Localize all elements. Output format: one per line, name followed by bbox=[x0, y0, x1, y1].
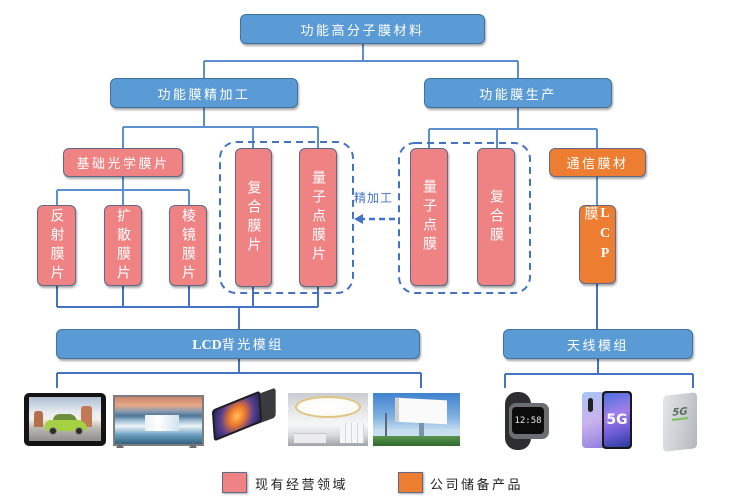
node-diffuser-film-label: 扩散膜片 bbox=[115, 207, 131, 284]
connector-antenna-applications bbox=[504, 359, 694, 388]
phone-front: 5G bbox=[602, 391, 632, 449]
connector-production-children bbox=[428, 108, 598, 148]
connector-root-to-branches bbox=[203, 44, 519, 78]
node-antenna-module-label: 天线模组 bbox=[566, 338, 629, 354]
ceiling-lamp-shape bbox=[295, 396, 361, 418]
tablet-screen bbox=[213, 393, 261, 439]
billboard-pole bbox=[419, 423, 424, 441]
node-processing-composite-label: 复合膜片 bbox=[245, 179, 262, 256]
legend-label-reserve: 公司储备产品 bbox=[430, 478, 524, 493]
node-processing-quantum-dot-label: 量子点膜片 bbox=[310, 170, 326, 265]
phone-screen: 5G bbox=[604, 393, 630, 447]
5g-phone-image: 5G bbox=[580, 390, 635, 450]
connector-films-to-lcd bbox=[56, 286, 319, 329]
node-lcp-cjk: 膜 bbox=[582, 206, 599, 225]
dashed-group-processing bbox=[219, 141, 354, 294]
car-cabin bbox=[53, 414, 77, 422]
billboard-image bbox=[373, 393, 460, 446]
watch-screen: 12:58 bbox=[512, 407, 544, 434]
rock-shape bbox=[81, 406, 92, 427]
node-basic-optical: 基础光学膜片 bbox=[63, 148, 183, 177]
connector-basic-optical-children bbox=[56, 177, 190, 205]
node-prism-film-label: 棱镜膜片 bbox=[180, 207, 196, 284]
annotation-label: 精加工 bbox=[354, 191, 394, 205]
node-lcd-latin: LCD bbox=[192, 338, 222, 353]
car-wheel bbox=[49, 427, 57, 435]
node-lcd-cjk: 背光模组 bbox=[221, 338, 284, 353]
vehicle-display-image bbox=[24, 393, 106, 446]
tv-stand-leg bbox=[116, 442, 124, 448]
billboard-panel bbox=[395, 397, 447, 425]
window-shape bbox=[340, 423, 364, 443]
node-communication-label: 通信膜材 bbox=[566, 157, 629, 172]
connector-processing-children bbox=[122, 108, 319, 148]
node-reflective-film: 反射膜片 bbox=[37, 205, 76, 286]
dashed-group-production bbox=[398, 142, 531, 294]
car-body bbox=[45, 420, 87, 431]
legend-swatch-existing bbox=[222, 472, 247, 493]
node-diffuser-film: 扩散膜片 bbox=[104, 205, 142, 286]
sofa-shape bbox=[294, 433, 326, 443]
node-lcp-film-label: LCP膜 bbox=[582, 206, 613, 283]
node-reflective-film-label: 反射膜片 bbox=[48, 207, 65, 284]
ceiling-light-image bbox=[288, 393, 368, 446]
node-root: 功能高分子膜材料 bbox=[240, 14, 485, 44]
base-station-label: 5G bbox=[672, 406, 688, 421]
node-production-quantum-dot-label: 量子点膜 bbox=[421, 179, 437, 255]
node-lcp-latin: LCP bbox=[597, 206, 613, 266]
node-production: 功能膜生产 bbox=[424, 78, 612, 108]
phone-camera bbox=[588, 398, 593, 412]
watch-case: 12:58 bbox=[509, 403, 549, 439]
node-processing-composite: 复合膜片 bbox=[235, 148, 272, 287]
connector-lcd-applications bbox=[56, 359, 422, 388]
legend-label-existing: 现有经营领域 bbox=[255, 478, 349, 493]
node-processing: 功能膜精加工 bbox=[110, 78, 298, 108]
node-lcp-film: LCP膜 bbox=[579, 205, 616, 284]
node-lcd-module: LCD背光模组 bbox=[56, 329, 420, 359]
node-prism-film: 棱镜膜片 bbox=[169, 205, 207, 286]
node-production-quantum-dot: 量子点膜 bbox=[410, 148, 448, 286]
tablet-front bbox=[211, 390, 263, 442]
legend-swatch-reserve bbox=[398, 472, 423, 493]
tablet-image bbox=[203, 387, 283, 442]
node-production-label: 功能膜生产 bbox=[479, 87, 557, 103]
waterfall-shape bbox=[145, 415, 179, 431]
vehicle-display-screen bbox=[29, 397, 101, 441]
node-communication: 通信膜材 bbox=[549, 148, 646, 177]
street-lamp-shape bbox=[385, 413, 387, 439]
node-processing-quantum-dot: 量子点膜片 bbox=[299, 148, 337, 287]
smartwatch-image: 12:58 bbox=[497, 392, 555, 450]
tv-stand-leg bbox=[189, 442, 197, 448]
node-root-label: 功能高分子膜材料 bbox=[300, 23, 425, 39]
node-production-composite: 复合膜 bbox=[477, 148, 515, 286]
rock-shape bbox=[34, 411, 43, 427]
node-lcd-module-label: LCD背光模组 bbox=[192, 334, 284, 354]
node-antenna-module: 天线模组 bbox=[503, 329, 693, 359]
base-station-box: 5G bbox=[663, 392, 697, 452]
node-production-composite-label: 复合膜 bbox=[488, 188, 504, 246]
node-processing-label: 功能膜精加工 bbox=[157, 87, 251, 103]
node-basic-optical-label: 基础光学膜片 bbox=[76, 157, 170, 172]
annotation-arrow-head bbox=[354, 214, 363, 224]
5g-base-station-image: 5G bbox=[657, 392, 702, 452]
television-image bbox=[113, 395, 204, 446]
trees-shape bbox=[373, 436, 460, 446]
car-wheel bbox=[75, 427, 83, 435]
